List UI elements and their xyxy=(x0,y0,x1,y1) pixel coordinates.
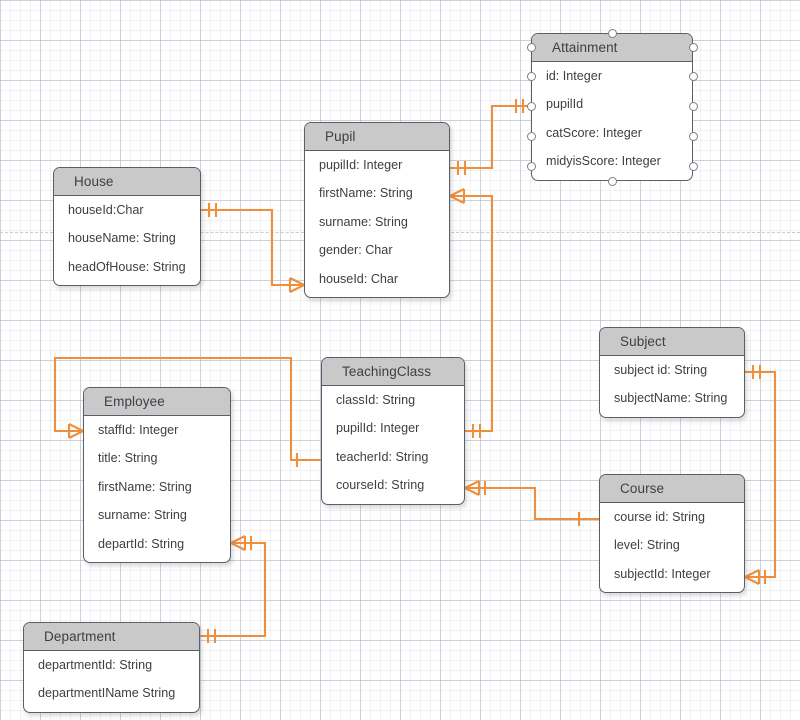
relationship-teachingclass-course[interactable] xyxy=(464,480,599,526)
entity-attribute[interactable]: pupilId xyxy=(546,97,584,112)
entity-attribute[interactable]: course id: String xyxy=(614,510,705,524)
connection-handle-top[interactable] xyxy=(607,28,617,38)
connection-handle-bottom[interactable] xyxy=(607,176,617,186)
entity-pupil[interactable]: Pupil pupilId: Integer firstName: String su… xyxy=(304,122,450,298)
entity-attribute[interactable]: id: Integer xyxy=(546,69,603,83)
entity-title-subject: Subject xyxy=(600,328,744,356)
entity-attribute[interactable]: midyisScore: Integer xyxy=(546,154,661,169)
entity-attribute[interactable]: staffId: Integer xyxy=(98,423,179,437)
entity-attribute[interactable]: subjectId: Integer xyxy=(614,566,711,581)
entity-attribute[interactable]: gender: Char xyxy=(319,243,393,258)
entity-attribute[interactable]: teacherId: String xyxy=(336,449,429,464)
relationship-pupil-attainment[interactable] xyxy=(450,99,531,175)
entity-attribute[interactable]: houseId:Char xyxy=(68,203,144,217)
entity-title-house: House xyxy=(54,168,200,196)
entity-attainment[interactable]: Attainment id: Integer pupilId catScore: In… xyxy=(531,33,693,181)
entity-attribute[interactable]: firstName: String xyxy=(319,186,413,201)
entity-title-teachingclass: TeachingClass xyxy=(322,358,464,386)
connection-handle-left-2[interactable] xyxy=(526,131,536,141)
entity-attribute[interactable]: classId: String xyxy=(336,393,416,407)
entity-attribute[interactable]: departmentId: String xyxy=(38,658,153,672)
entity-attribute[interactable]: subjectName: String xyxy=(614,391,728,406)
entity-title-attainment: Attainment xyxy=(532,34,692,62)
entity-attribute[interactable]: houseId: Char xyxy=(319,271,399,286)
entity-title-course: Course xyxy=(600,475,744,503)
entity-attribute[interactable]: pupilId: Integer xyxy=(319,158,403,172)
entity-house[interactable]: House houseId:Char houseName: String headOf… xyxy=(53,167,201,286)
entity-attribute[interactable]: houseName: String xyxy=(68,231,176,246)
entity-title-department: Department xyxy=(24,623,199,651)
entity-subject[interactable]: Subject subject id: String subjectName: St… xyxy=(599,327,745,418)
entity-attribute[interactable]: departId: String xyxy=(98,536,185,551)
entity-employee[interactable]: Employee staffId: Integer title: String fir… xyxy=(83,387,231,563)
entity-attribute[interactable]: catScore: Integer xyxy=(546,125,642,140)
connection-handle-right-title[interactable] xyxy=(688,42,698,52)
entity-attribute[interactable]: subject id: String xyxy=(614,363,708,377)
entity-attribute[interactable]: courseId: String xyxy=(336,478,425,493)
entity-department[interactable]: Department departmentId: String department… xyxy=(23,622,200,713)
entity-attribute[interactable]: departmentIName String xyxy=(38,686,176,701)
connection-handle-left-1[interactable] xyxy=(526,101,536,111)
entity-title-employee: Employee xyxy=(84,388,230,416)
connection-handle-right-0[interactable] xyxy=(688,71,698,81)
connection-handle-right-2[interactable] xyxy=(688,131,698,141)
connection-handle-right-3[interactable] xyxy=(688,161,698,171)
entity-attribute[interactable]: headOfHouse: String xyxy=(68,259,186,274)
entity-attribute[interactable]: title: String xyxy=(98,451,158,466)
connection-handle-left-0[interactable] xyxy=(526,71,536,81)
connection-handle-left-3[interactable] xyxy=(526,161,536,171)
connection-handle-left-title[interactable] xyxy=(526,42,536,52)
relationship-house-pupil[interactable] xyxy=(201,203,305,293)
relationship-subject-course[interactable] xyxy=(744,365,777,585)
entity-attribute[interactable]: pupilId: Integer xyxy=(336,421,420,436)
entity-attribute[interactable]: firstName: String xyxy=(98,479,192,494)
entity-attribute[interactable]: level: String xyxy=(614,538,680,553)
entity-attribute[interactable]: surname: String xyxy=(319,214,408,229)
entity-attribute[interactable]: surname: String xyxy=(98,508,187,523)
entity-title-pupil: Pupil xyxy=(305,123,449,151)
entity-teachingclass[interactable]: TeachingClass classId: String pupilId: Int… xyxy=(321,357,465,505)
connection-handle-right-1[interactable] xyxy=(688,101,698,111)
entity-course[interactable]: Course course id: String level: String subj… xyxy=(599,474,745,593)
